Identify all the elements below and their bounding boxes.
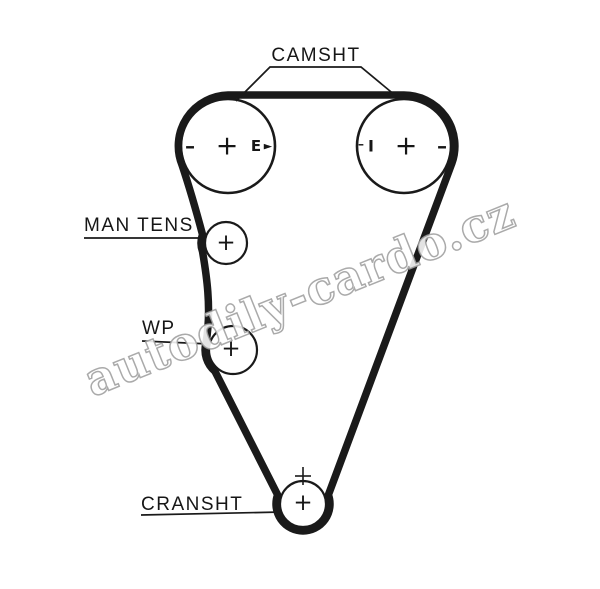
cam-left-e-mark: E	[251, 137, 261, 155]
cranksht-leader-line	[140, 511, 283, 516]
cam-right-minus-mark: -	[437, 129, 448, 164]
camshaft-label: CAMSHT	[271, 45, 360, 66]
cam-left-arrow-icon: ►	[264, 140, 273, 153]
cam-right-plus-mark: +	[395, 131, 418, 162]
cam-pulley-right	[355, 97, 453, 195]
wp-plus-mark: +	[221, 336, 240, 362]
timing-belt	[174, 91, 459, 535]
wp-label: WP	[142, 318, 176, 339]
camshaft-leader-line	[235, 66, 397, 102]
cranksht-label: CRANSHT	[141, 494, 243, 515]
cam-left-minus-mark: -	[185, 129, 196, 164]
water-pump-pulley	[207, 324, 259, 376]
crank-plus-mark: +	[293, 490, 312, 516]
tensioner-plus-mark: +	[216, 230, 235, 256]
wp-leader-line	[141, 340, 211, 345]
crank-timing-mark	[295, 467, 311, 485]
cam-left-plus-mark: +	[216, 131, 239, 162]
cam-right-dash-mark: -	[358, 134, 365, 155]
man-tens-label: MAN TENS	[84, 215, 194, 236]
tensioner-pulley	[203, 220, 249, 266]
cam-right-i-mark: I	[368, 137, 374, 156]
